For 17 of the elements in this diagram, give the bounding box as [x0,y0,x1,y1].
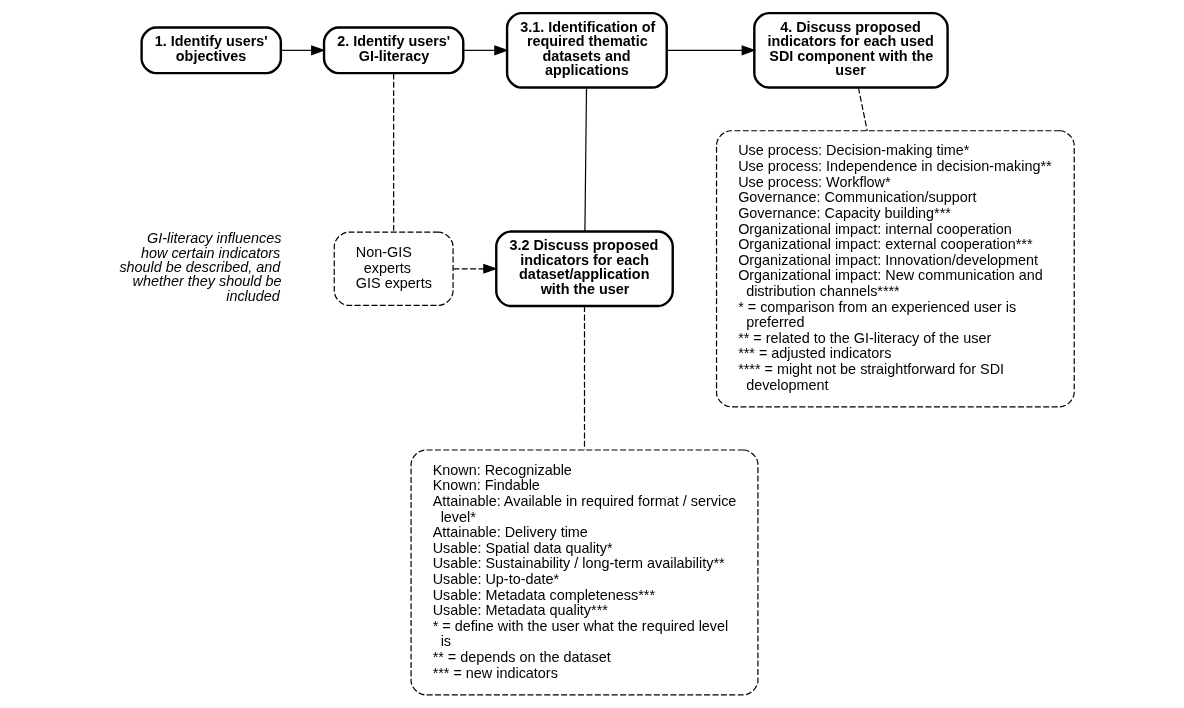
connector [393,72,395,233]
arrow [280,45,326,56]
node-box: Non-GIS experts GIS experts [333,231,454,306]
arrow [452,263,498,274]
connector [857,87,868,132]
connector [584,87,588,232]
arrow [462,45,509,56]
node-box: Use process: Decision-making time* Use process: Independence in decision-making** Use process: Workflow* Governance: Communication/support Governance: Capacity building*** Organizational impact: internal cooperation Organizational impact: external cooperation*** Organizational impact: Innovation/development Organizational impact: New communication and distribution channels**** * = comparison from an experienced user is preferred ** = related to the GI-literacy of the user *** = adjusted indicators **** = might not be straightforward for SDI development [715,130,1075,408]
node-box: 1. Identify users' objectives [140,26,283,75]
node-box: Known: Recognizable Known: Findable Attainable: Available in required format / service level* Attainable: Delivery time Usable: Spatial data quality* Usable: Sustainability / long-term availability** Usable: Up-to-date* Usable: Metadata completeness*** Usable: Metadata quality*** * = define with the user what the required level is ** = depends on the dataset *** = new indicators [410,449,759,696]
node-label: GI-literacy influences how certain indicators should be described, and whether they should be included [119,230,282,304]
node-box: 4. Discuss proposed indicators for each used SDI component with the user [753,11,949,89]
node-box: 3.1. Identification of required thematic datasets and applications [505,11,668,89]
node-box: 3.2 Discuss proposed indicators for each dataset/application with the user [495,230,674,308]
arrow [666,45,757,56]
connector [583,305,586,451]
node-box: 2. Identify users' GI-literacy [322,26,465,75]
